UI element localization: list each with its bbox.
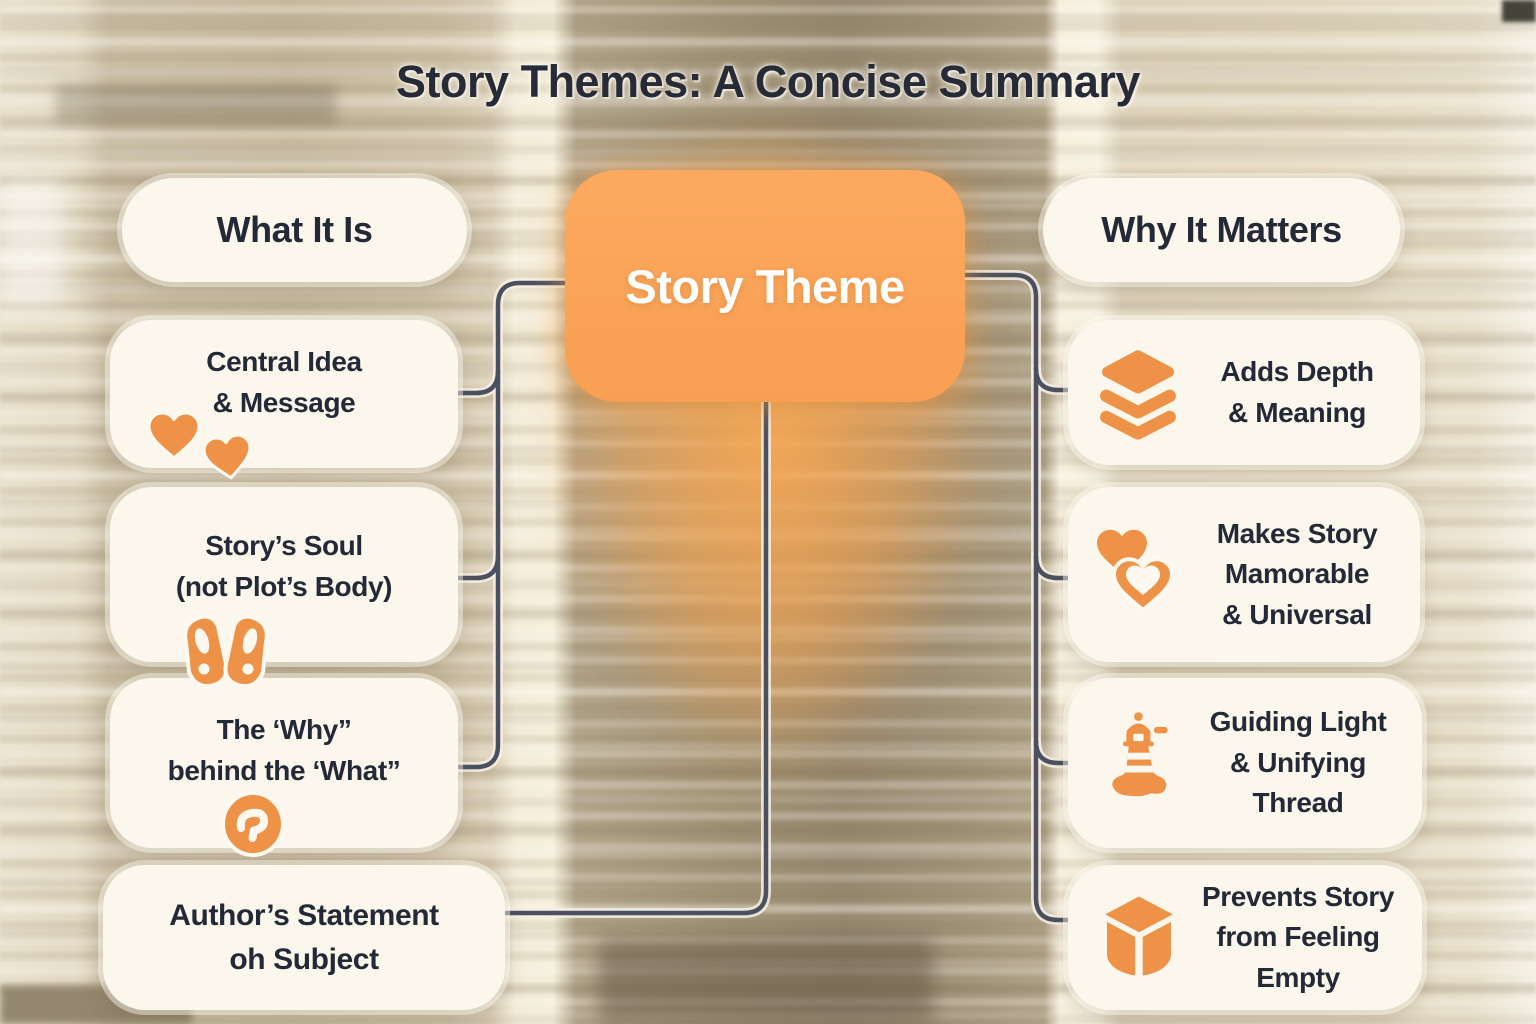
item-line: Story’s Soul [205,529,363,561]
item-line: Adds Depth [1220,355,1374,387]
item-line: & Meaning [1228,396,1366,428]
lighthouse-icon [1112,712,1168,797]
item-line: behind the ‘What” [167,755,401,786]
two-hearts-icon [148,411,252,480]
background-smudge [598,938,933,1024]
item-line: oh Subject [229,942,379,976]
layers-icon [1100,350,1176,440]
left-item-storys-soul: Story’s Soul (not Plot’s Body) [110,487,458,662]
item-line: Guiding Light [1209,706,1387,738]
item-line: Prevents Story [1201,880,1395,912]
item-line: & Message [212,387,356,418]
item-line: Empty [1256,961,1340,993]
right-column-header: Why It Matters [1043,178,1400,282]
center-node-label: Story Theme [625,259,905,313]
item-line: & Unifying [1230,746,1366,778]
right-item-guiding-light: Guiding Light & Unifying Thread [1068,678,1422,848]
item-line: (not Plot’s Body) [175,570,393,602]
item-line: Central Idea [206,346,362,378]
page-title: Story Themes: A Concise Summary [396,56,1140,107]
background-smudge [0,176,64,306]
overlapping-hearts-icon [1097,529,1175,613]
item-line: The ‘Why” [216,714,352,746]
question-swirl-icon [221,791,285,857]
open-cube-icon [1105,896,1173,976]
right-item-adds-depth: Adds Depth & Meaning [1068,320,1420,465]
item-line: Mamorable [1224,558,1370,590]
item-line: Author’s Statement [169,899,439,932]
item-line: Thread [1252,787,1344,819]
right-header-label: Why It Matters [1101,209,1342,250]
item-line: Makes Story [1216,517,1378,549]
background-smudge [1502,0,1536,22]
center-node-story-theme: Story Theme [565,170,965,402]
left-item-authors-statement: Author’s Statement oh Subject [103,865,505,1010]
item-line: from Feeling [1216,921,1380,953]
background-smudge [56,84,336,124]
soul-halves-icon [183,614,269,689]
left-header-label: What It Is [216,209,373,250]
item-line: & Universal [1222,598,1372,630]
left-column-header: What It Is [122,178,467,282]
